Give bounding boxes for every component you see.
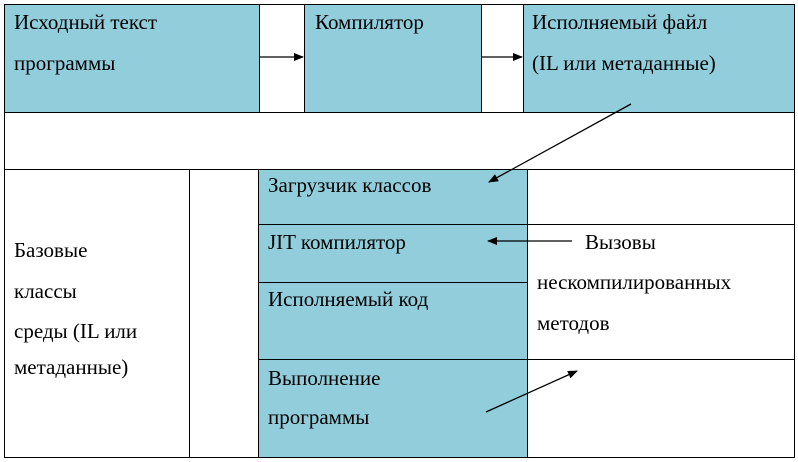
arrow-run-to-calls xyxy=(485,370,578,413)
executable-label-line2: (IL или метаданные) xyxy=(532,51,716,75)
calls-annotation-line3: методов xyxy=(537,311,610,335)
grid-line-row2 xyxy=(4,169,795,170)
grid-line-row1 xyxy=(4,112,795,113)
class-loader-label: Загрузчик классов xyxy=(268,173,432,197)
compiler-box xyxy=(305,5,481,112)
run-label-line2: программы xyxy=(268,405,370,429)
source-label-line1: Исходный текст xyxy=(14,10,158,34)
grid-line-left xyxy=(4,4,5,458)
calls-annotation-line1: Вызовы xyxy=(585,230,656,254)
grid-line-loader-right xyxy=(527,169,528,458)
grid-line-base-right xyxy=(189,169,190,458)
grid-line-top xyxy=(4,4,795,5)
run-label-line1: Выполнение xyxy=(268,366,381,390)
grid-line-right xyxy=(794,4,795,458)
compiler-label: Компилятор xyxy=(315,10,424,34)
grid-line-col-d xyxy=(523,4,524,113)
base-classes-line4: метаданные) xyxy=(14,355,129,379)
exec-code-label: Исполняемый код xyxy=(268,287,429,311)
grid-line-col-a xyxy=(259,4,260,113)
source-label-line2: программы xyxy=(14,51,116,75)
base-classes-line2: классы xyxy=(14,279,77,303)
grid-line-bottom xyxy=(4,457,795,458)
base-classes-line1: Базовые xyxy=(14,238,88,262)
source-box xyxy=(5,5,259,112)
executable-label-line1: Исполняемый файл xyxy=(532,10,708,34)
grid-line-col-c xyxy=(481,4,482,113)
calls-annotation-line2: нескомпилированных xyxy=(537,270,732,294)
arrow-executable-to-loader xyxy=(488,103,632,183)
class-loader-box xyxy=(259,170,527,458)
jit-compiler-label: JIT компилятор xyxy=(268,230,406,254)
executable-box xyxy=(524,5,794,112)
base-classes-line3: среды (IL или xyxy=(14,319,138,343)
grid-line-col-b xyxy=(304,4,305,113)
grid-line-loader-left xyxy=(258,169,259,458)
grid-line-jit-bottom xyxy=(259,282,527,283)
